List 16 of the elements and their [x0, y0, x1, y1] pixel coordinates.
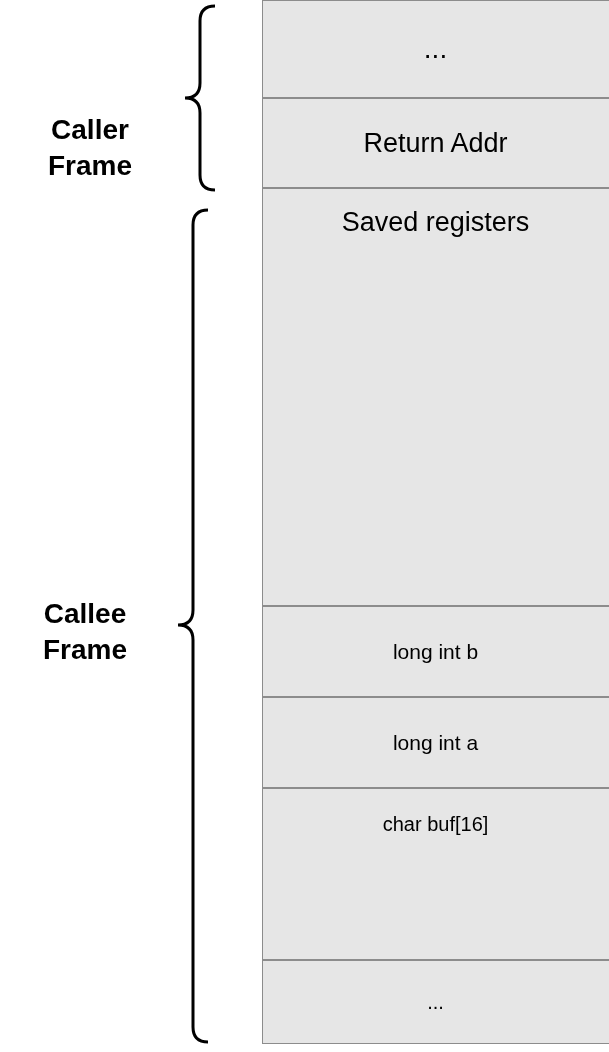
- slot-label: Return Addr: [363, 127, 509, 159]
- stack-slot: [262, 188, 609, 606]
- slot-label: ...: [423, 33, 449, 65]
- stack-slot: [262, 960, 609, 1044]
- slot-label: ...: [427, 990, 445, 1014]
- slot-label: char buf[16]: [382, 813, 490, 836]
- slot-label: long int b: [392, 639, 480, 664]
- stack-slot: [262, 606, 609, 697]
- stack-slot: [262, 788, 609, 960]
- stack-slot: [262, 697, 609, 788]
- stack-slot: [262, 98, 609, 188]
- stack-slot: [262, 0, 609, 98]
- frame-label: Callee Frame: [41, 597, 128, 668]
- slot-label: Saved registers: [341, 207, 531, 238]
- frame-label: Caller Frame: [46, 113, 133, 184]
- slot-label: long int a: [392, 730, 480, 755]
